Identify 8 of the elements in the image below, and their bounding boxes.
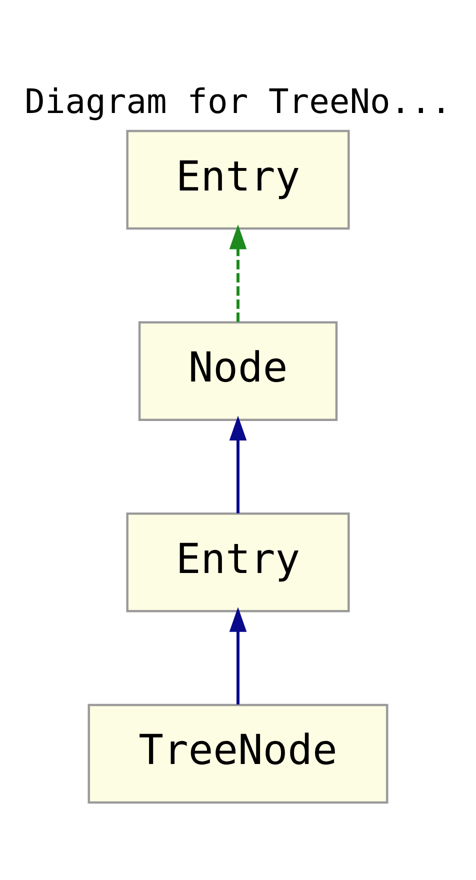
node-box: Entry — [126, 129, 350, 230]
node-box: Node — [138, 320, 338, 420]
arrow — [229, 606, 247, 704]
diagram-title: Diagram for TreeNo... — [24, 82, 452, 121]
node-box: Entry — [126, 512, 350, 612]
arrow — [229, 415, 247, 513]
node-box: TreeNode — [88, 703, 388, 804]
arrow — [229, 224, 247, 322]
